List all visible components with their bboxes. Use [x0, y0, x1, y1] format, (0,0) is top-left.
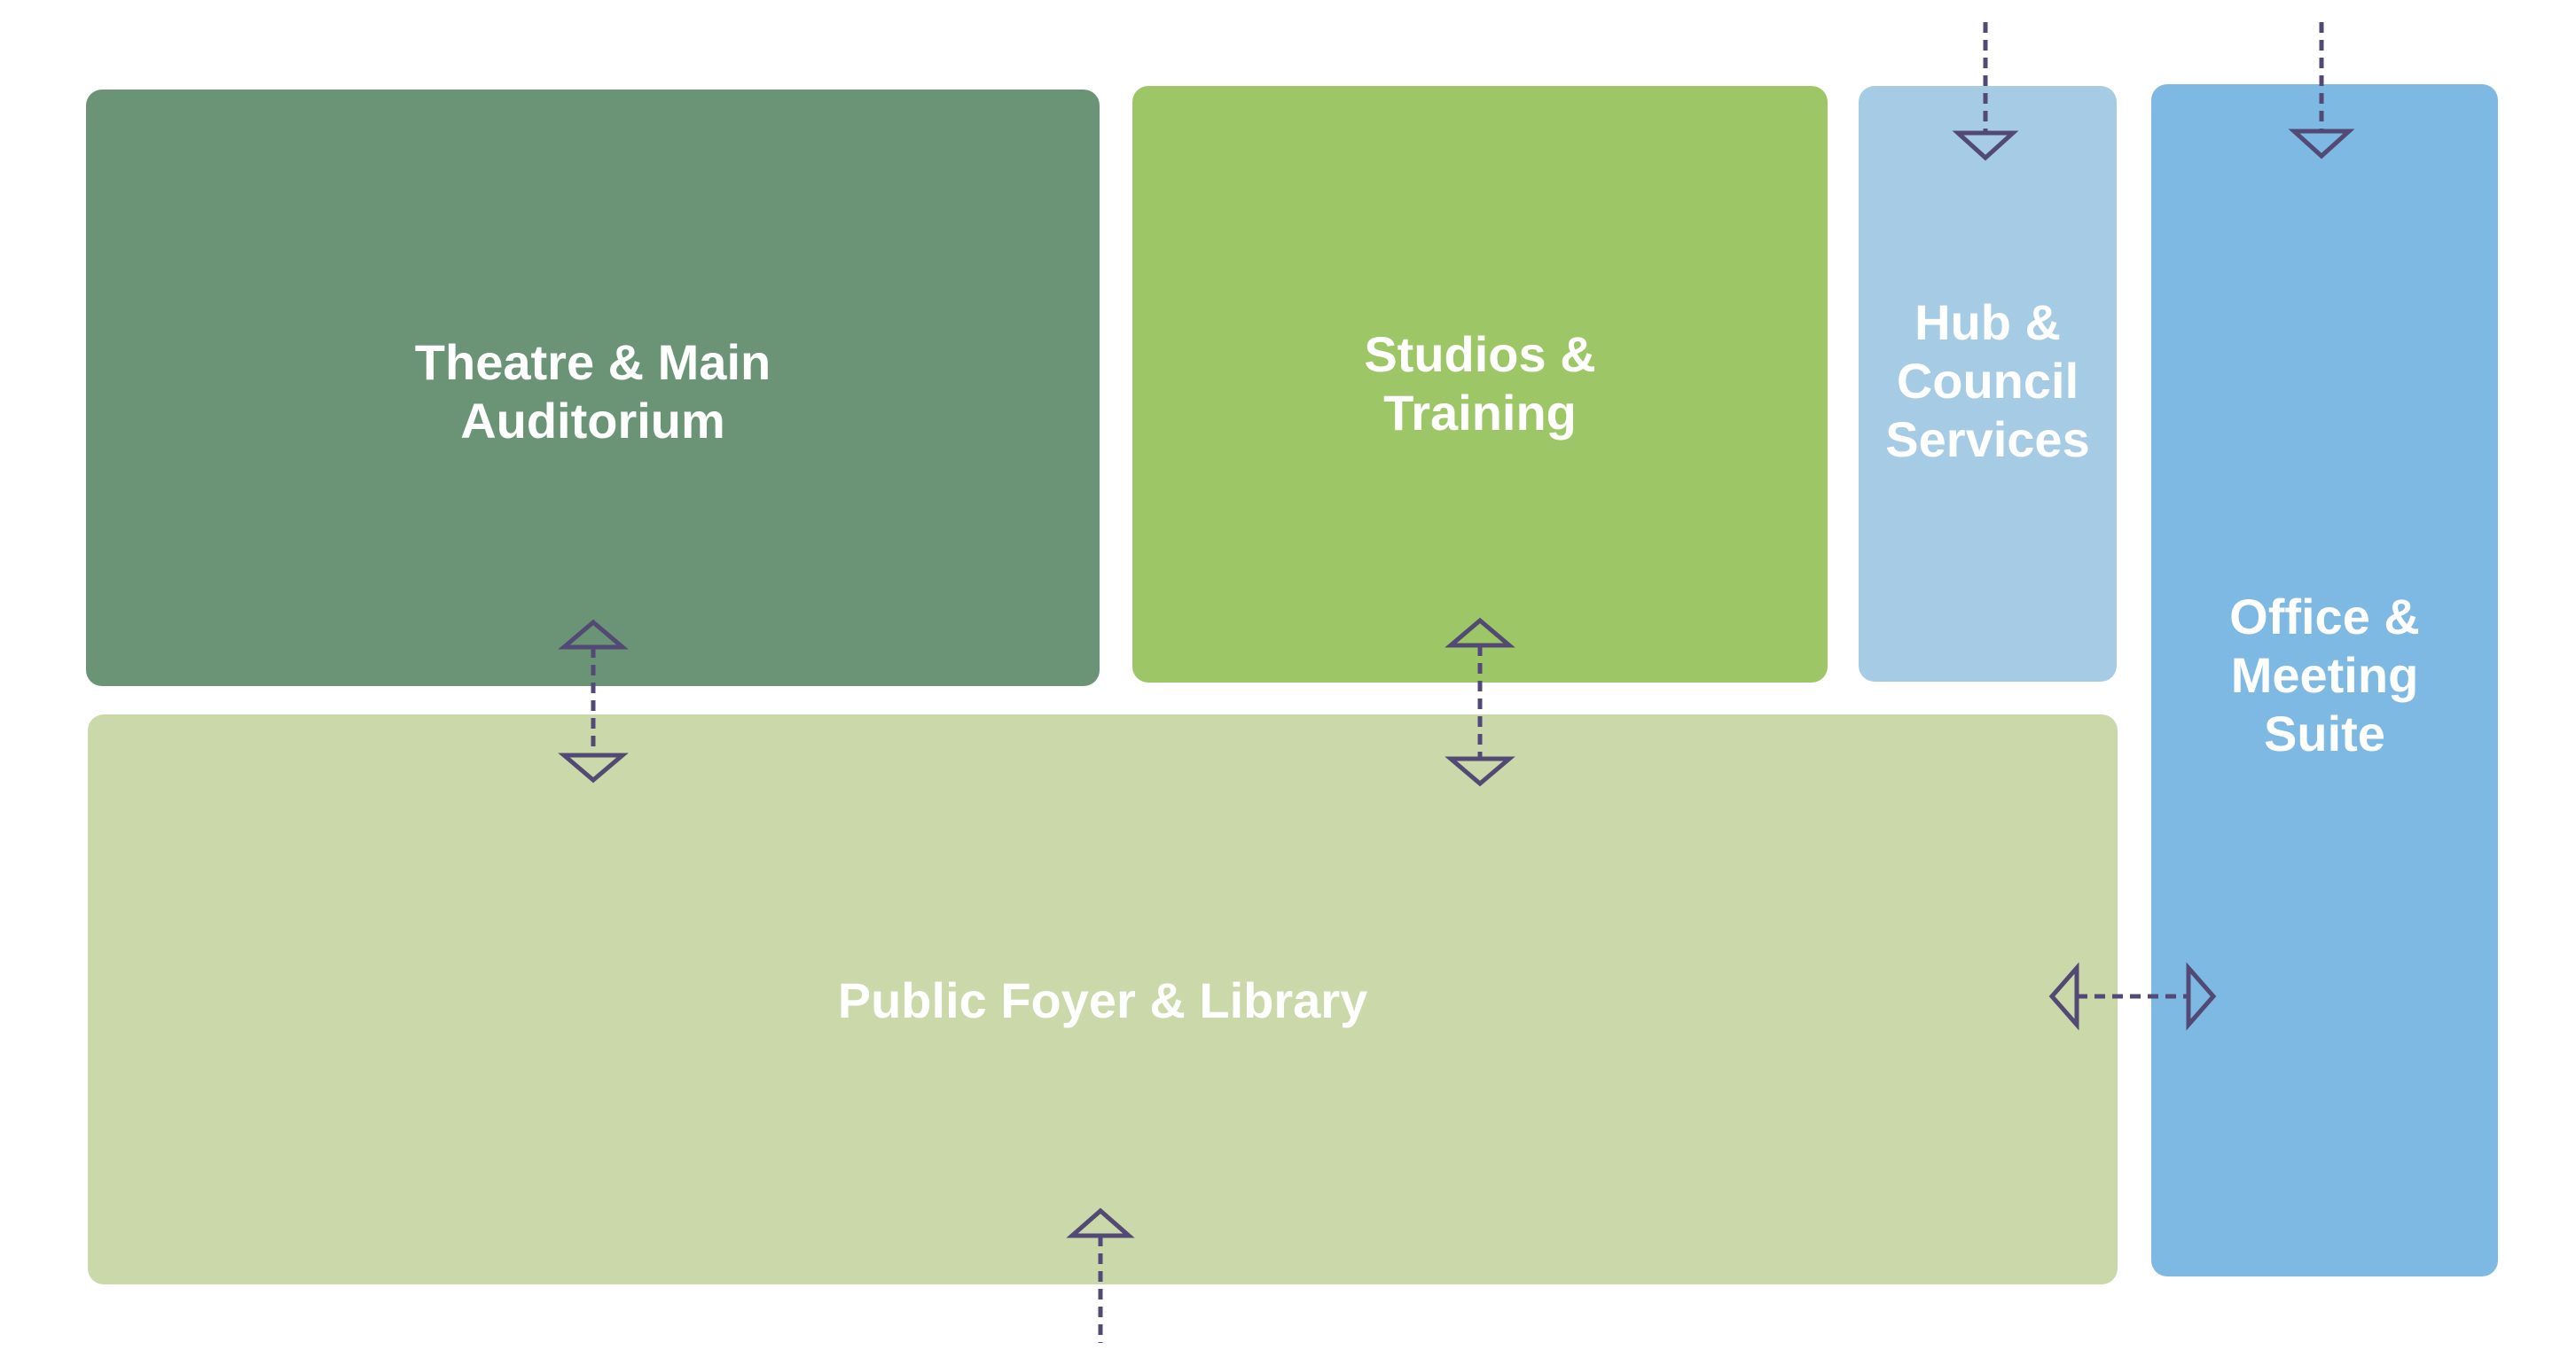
- studios-training-zone: Studios & Training: [1132, 86, 1828, 683]
- public-foyer-library-zone: Public Foyer & Library: [88, 714, 2118, 1284]
- theatre-main-auditorium-zone: Theatre & Main Auditorium: [86, 90, 1100, 686]
- theatre-main-auditorium-label: Theatre & Main Auditorium: [414, 334, 771, 449]
- hub-council-services-label: Hub & Council Services: [1885, 294, 2090, 467]
- office-meeting-suite-label: Office & Meeting Suite: [2229, 589, 2420, 761]
- studios-training-label: Studios & Training: [1364, 326, 1596, 441]
- public-foyer-library-label: Public Foyer & Library: [837, 972, 1368, 1028]
- office-meeting-suite-zone: Office & Meeting Suite: [2151, 84, 2498, 1276]
- hub-council-services-zone: Hub & Council Services: [1859, 86, 2117, 682]
